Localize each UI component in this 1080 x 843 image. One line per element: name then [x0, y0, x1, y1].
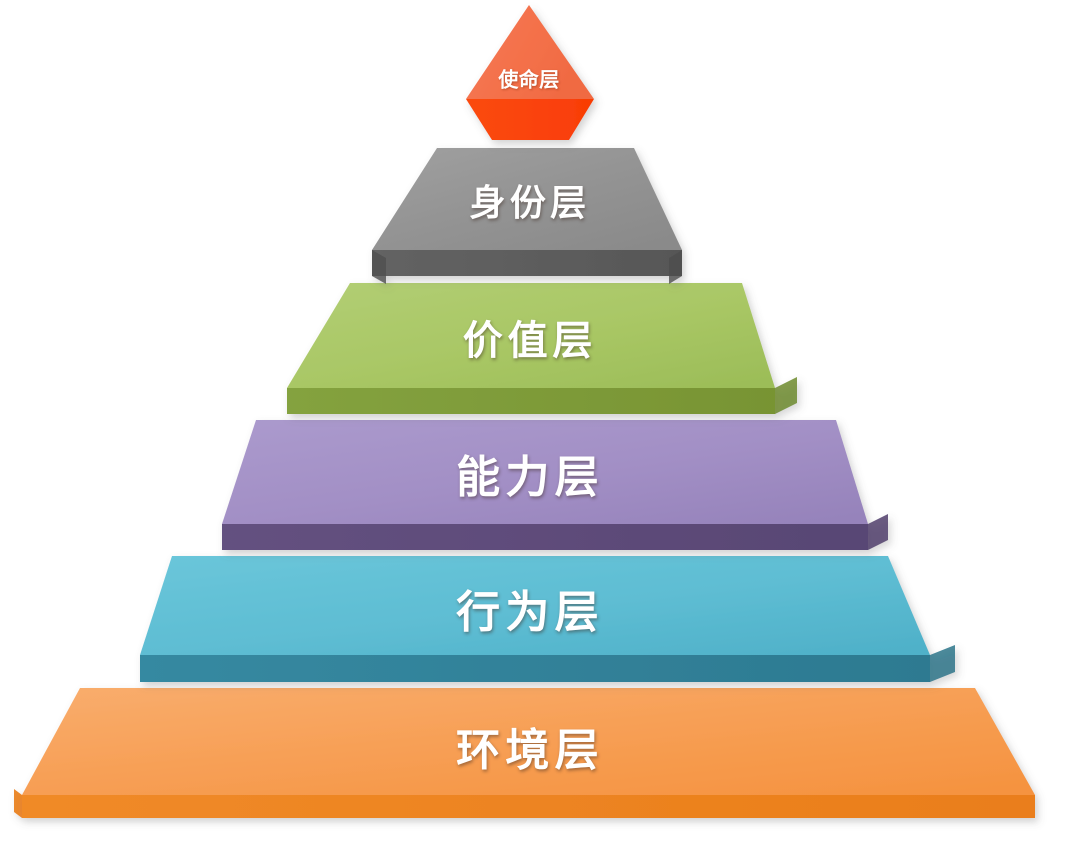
pyramid-level-mission[interactable] [466, 5, 594, 140]
capability-top-face [222, 420, 868, 524]
values-top-face [287, 283, 775, 388]
mission-front-face [466, 99, 594, 140]
values-right-bevel [775, 377, 797, 414]
environment-left-bevel [14, 789, 22, 818]
environment-front-face [22, 795, 1035, 818]
values-front-face [287, 388, 775, 414]
mission-top-face [466, 5, 594, 99]
pyramid-level-values[interactable] [287, 283, 797, 414]
identity-right-bevel [669, 250, 682, 284]
pyramid-level-environment[interactable] [14, 688, 1035, 818]
behavior-top-face [140, 556, 930, 655]
pyramid-level-behavior[interactable] [140, 556, 955, 682]
behavior-front-face [140, 655, 930, 682]
capability-right-bevel [868, 514, 888, 550]
behavior-right-bevel [930, 645, 955, 682]
pyramid-level-capability[interactable] [222, 420, 888, 550]
environment-top-face [22, 688, 1035, 795]
pyramid-level-identity[interactable] [372, 148, 682, 284]
identity-top-face [372, 148, 682, 250]
identity-left-bevel [372, 250, 386, 284]
capability-front-face [222, 524, 868, 550]
identity-front-face [372, 250, 682, 276]
